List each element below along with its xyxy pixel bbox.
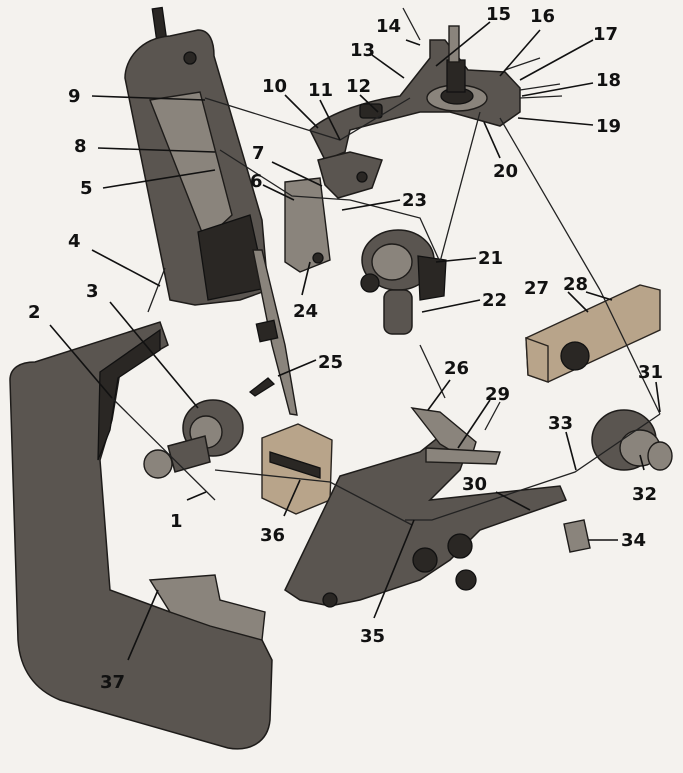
thread-paths	[111, 7, 661, 526]
label-29: 29	[485, 384, 510, 405]
label-19: 19	[596, 116, 621, 137]
label-28: 28	[563, 274, 588, 295]
label-7: 7	[252, 143, 265, 164]
part-tension-assembly	[360, 229, 447, 335]
label-35: 35	[360, 626, 385, 647]
label-27: 27	[524, 278, 549, 299]
part-bracket	[284, 151, 383, 273]
label-37: 37	[100, 672, 125, 693]
label-32: 32	[632, 484, 657, 505]
label-15: 15	[486, 4, 511, 25]
part-needle	[248, 249, 298, 416]
label-33: 33	[548, 413, 573, 434]
label-1: 1	[170, 511, 183, 532]
label-2: 2	[28, 302, 41, 323]
label-11: 11	[308, 80, 333, 101]
part-grooved-block	[261, 423, 333, 515]
label-14: 14	[376, 16, 401, 37]
label-34: 34	[621, 530, 646, 551]
label-8: 8	[74, 136, 87, 157]
label-4: 4	[68, 231, 81, 252]
label-23: 23	[402, 190, 427, 211]
label-3: 3	[86, 281, 99, 302]
label-13: 13	[350, 40, 375, 61]
label-12: 12	[346, 76, 371, 97]
part-needle-bar-housing	[124, 6, 269, 306]
label-20: 20	[493, 161, 518, 182]
label-30: 30	[462, 474, 487, 495]
label-6: 6	[250, 171, 263, 192]
leader-lines	[49, 21, 661, 661]
label-25: 25	[318, 352, 343, 373]
part-looper-mechanism	[284, 407, 591, 608]
label-22: 22	[482, 290, 507, 311]
part-left-tension	[143, 399, 244, 479]
label-16: 16	[530, 6, 555, 27]
label-18: 18	[596, 70, 621, 91]
part-right-tension	[591, 409, 673, 471]
part-base-cover	[9, 321, 273, 750]
label-36: 36	[260, 525, 285, 546]
label-10: 10	[262, 76, 287, 97]
label-26: 26	[444, 358, 469, 379]
part-top-guide-plate	[309, 25, 521, 161]
label-17: 17	[593, 24, 618, 45]
part-wood-block	[525, 284, 661, 383]
label-24: 24	[293, 301, 318, 322]
label-9: 9	[68, 86, 81, 107]
label-21: 21	[478, 248, 503, 269]
number-labels: 1 2 3 4 5 6 7 8 9 10 11 12 13 14 15 16 1…	[28, 4, 663, 693]
label-5: 5	[80, 178, 93, 199]
label-31: 31	[638, 362, 663, 383]
